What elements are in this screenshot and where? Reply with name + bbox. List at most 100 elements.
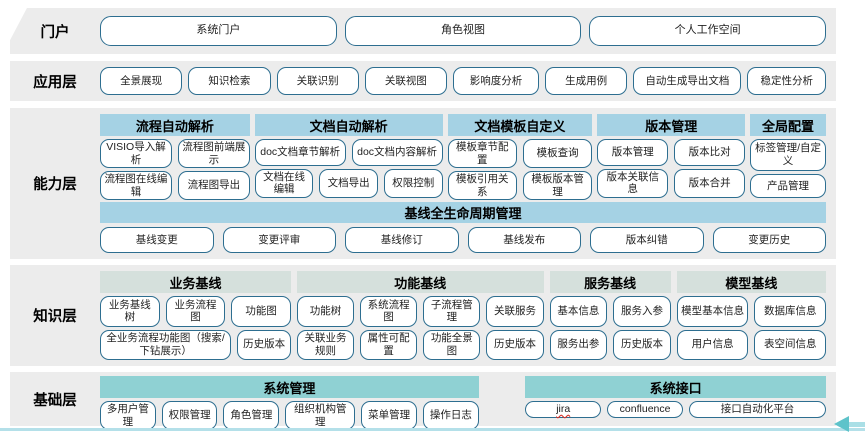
knowledge-box: 业务流程图: [165, 296, 226, 327]
baseline-box: 基线修订: [345, 227, 459, 253]
capability-box: 版本合并: [674, 168, 746, 198]
group-model-baseline: 模型基线 模型基本信息数据库信息 用户信息表空间信息: [676, 271, 826, 360]
group-function-baseline: 功能基线 功能树系统流程图子流程管理关联服务 关联业务规则属性可配置功能全景图历…: [296, 271, 544, 360]
box-row: 关联业务规则属性可配置功能全景图历史版本: [296, 329, 544, 360]
box-row: 文档在线编辑文档导出权限控制: [254, 168, 443, 198]
application-box: 关联识别: [276, 67, 359, 95]
group-process-parsing: 流程自动解析 VISIO导入解析流程图前端展示 流程图在线编辑流程图导出: [100, 114, 250, 201]
baseline-box: 版本纠错: [590, 227, 704, 253]
foundation-layer-band: 基础层 系统管理 多用户管理权限管理角色管理组织机构管理菜单管理操作日志 系统接…: [10, 372, 836, 431]
foundation-box: 菜单管理: [361, 401, 417, 431]
application-box: 生成用例: [544, 67, 628, 95]
foundation-box: 权限管理: [161, 401, 218, 431]
knowledge-box: 历史版本: [486, 329, 544, 360]
group-system-mgmt: 系统管理 多用户管理权限管理角色管理组织机构管理菜单管理操作日志: [100, 376, 479, 431]
foundation-box: 角色管理: [223, 401, 280, 431]
foundation-box: 多用户管理: [100, 401, 156, 431]
box-row: 基本信息服务入参: [549, 296, 671, 327]
group-global-config: 全局配置 标签管理/自定义 产品管理: [750, 114, 826, 198]
capability-box: 标签管理/自定义: [750, 139, 826, 171]
group-system-interface: 系统接口 jira confluence 接口自动化平台: [525, 376, 826, 422]
group-header: 全局配置: [750, 114, 826, 136]
box-row: 版本管理版本比对: [597, 139, 746, 166]
capability-box: 流程图前端展示: [177, 139, 250, 169]
capability-box: 模板查询: [522, 139, 593, 169]
portal-box-row: 系统门户角色视图个人工作空间: [100, 16, 827, 46]
baseline-box: 变更评审: [222, 227, 336, 253]
group-header: 系统管理: [100, 376, 479, 398]
group-header: 功能基线: [296, 271, 544, 293]
knowledge-box: 服务入参: [613, 296, 671, 327]
box-row: 模板引用关系模板版本管理: [447, 171, 593, 201]
knowledge-box: 子流程管理: [423, 296, 481, 327]
left-arrow-icon: [834, 416, 865, 432]
knowledge-box: 属性可配置: [360, 329, 418, 360]
interface-box: 接口自动化平台: [689, 401, 826, 418]
application-layer-band: 应用层 全景展现知识检索关联识别关联视图影响度分析生成用例自动生成导出文档稳定性…: [10, 61, 836, 101]
capability-layer-band: 能力层 流程自动解析 VISIO导入解析流程图前端展示 流程图在线编辑流程图导出…: [10, 108, 836, 259]
knowledge-layer-band: 知识层 业务基线 业务基线树业务流程图功能图 全业务流程功能图（搜索/下钻展示）…: [10, 265, 836, 366]
group-business-baseline: 业务基线 业务基线树业务流程图功能图 全业务流程功能图（搜索/下钻展示）历史版本: [100, 271, 291, 360]
application-box: 关联视图: [364, 67, 447, 95]
group-header: 业务基线: [100, 271, 291, 293]
box-row: 版本关联信息版本合并: [597, 168, 746, 198]
knowledge-box: 历史版本: [237, 329, 291, 360]
group-doc-template: 文档模板自定义 模板章节配置模板查询 模板引用关系模板版本管理: [447, 114, 593, 201]
box-row: 业务基线树业务流程图功能图: [100, 296, 291, 327]
portal-layer-band: 门户 系统门户角色视图个人工作空间: [10, 8, 836, 54]
group-header: 系统接口: [525, 376, 826, 398]
portal-box: 系统门户: [100, 16, 337, 46]
knowledge-box: 用户信息: [676, 329, 749, 360]
box-row: 产品管理: [750, 173, 826, 198]
capability-box: 文档在线编辑: [254, 168, 314, 198]
box-row: 用户信息表空间信息: [676, 329, 826, 360]
knowledge-box: 功能全景图: [423, 329, 481, 360]
capability-layer-label: 能力层: [33, 177, 77, 193]
box-row: jira confluence 接口自动化平台: [525, 401, 826, 418]
application-box: 自动生成导出文档: [633, 67, 742, 95]
capability-box: 版本关联信息: [597, 168, 669, 198]
capability-box: 产品管理: [750, 173, 826, 198]
baseline-box-row: 基线变更变更评审基线修订基线发布版本纠错变更历史: [100, 227, 826, 253]
capability-box: 流程图导出: [177, 171, 250, 201]
interface-box: confluence: [607, 401, 684, 418]
box-row: 全业务流程功能图（搜索/下钻展示）历史版本: [100, 329, 291, 360]
box-row: 服务出参历史版本: [549, 329, 671, 360]
knowledge-box: 数据库信息: [754, 296, 826, 327]
capability-box: VISIO导入解析: [100, 139, 172, 169]
foundation-spacer: [479, 376, 526, 422]
baseline-lifecycle-header: 基线全生命周期管理: [100, 202, 826, 223]
knowledge-box: 关联业务规则: [296, 329, 355, 360]
baseline-box: 基线发布: [467, 227, 581, 253]
knowledge-box: 业务基线树: [100, 296, 160, 327]
knowledge-box: 全业务流程功能图（搜索/下钻展示）: [100, 329, 232, 360]
application-box-row: 全景展现知识检索关联识别关联视图影响度分析生成用例自动生成导出文档稳定性分析: [100, 67, 826, 95]
interface-box: jira: [525, 401, 602, 418]
capability-box: 模板章节配置: [447, 139, 517, 169]
capability-box: doc文档章节解析: [254, 139, 346, 166]
baseline-box: 变更历史: [712, 227, 826, 253]
capability-box: 文档导出: [319, 168, 378, 198]
arrow-head: [834, 416, 849, 432]
group-header: 服务基线: [549, 271, 671, 293]
capability-box: doc文档内容解析: [351, 139, 443, 166]
box-row: 功能树系统流程图子流程管理关联服务: [296, 296, 544, 327]
application-layer-label: 应用层: [33, 74, 77, 91]
knowledge-layer-label: 知识层: [33, 309, 77, 325]
knowledge-box: 系统流程图: [360, 296, 418, 327]
box-row: 标签管理/自定义: [750, 139, 826, 171]
application-box: 稳定性分析: [747, 67, 826, 95]
knowledge-box: 服务出参: [549, 329, 608, 360]
application-box: 全景展现: [100, 67, 183, 95]
arrow-tail: [849, 421, 865, 427]
group-header: 文档模板自定义: [447, 114, 593, 136]
group-header: 版本管理: [597, 114, 746, 136]
capability-box: 模板引用关系: [447, 171, 517, 201]
box-row: VISIO导入解析流程图前端展示: [100, 139, 250, 169]
group-version-mgmt: 版本管理 版本管理版本比对 版本关联信息版本合并: [597, 114, 746, 198]
foundation-layer-label: 基础层: [33, 392, 77, 409]
box-row: 模型基本信息数据库信息: [676, 296, 826, 327]
knowledge-box: 基本信息: [549, 296, 608, 327]
